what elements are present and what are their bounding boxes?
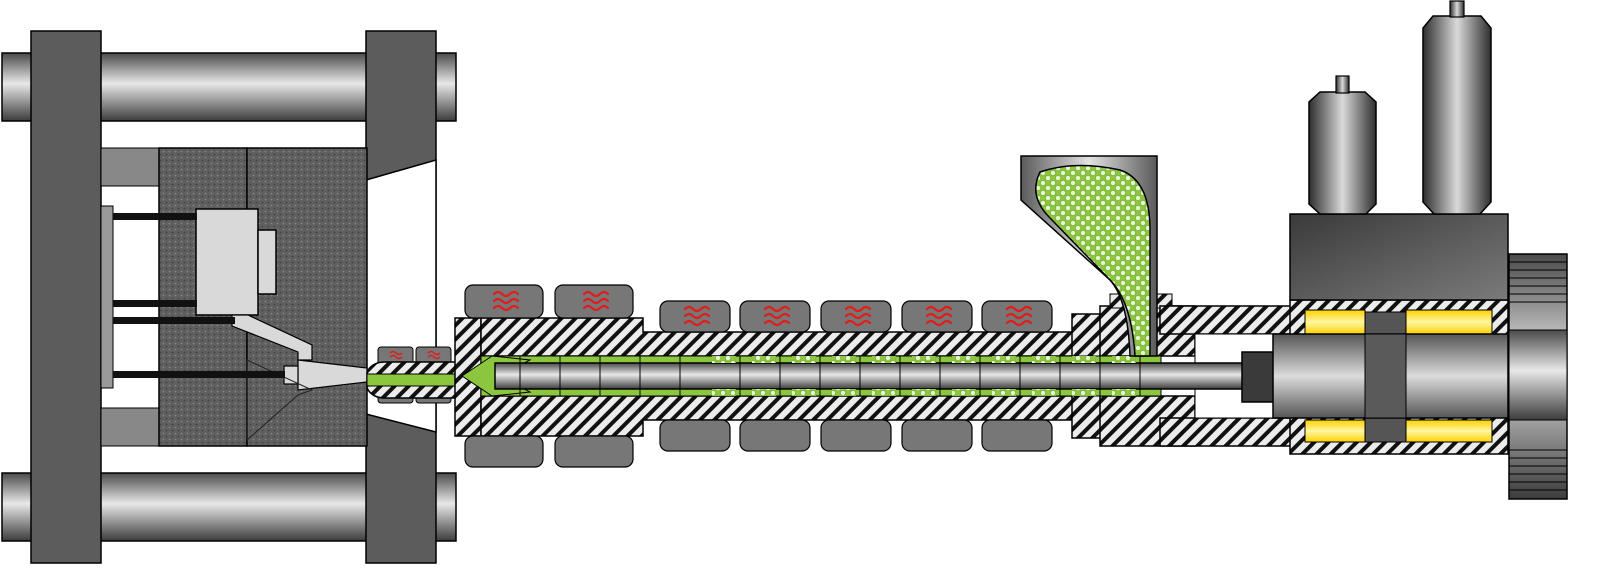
screw-flight-pellets bbox=[1032, 356, 1056, 363]
heat-wave-icon bbox=[683, 305, 711, 327]
heater-band-bottom bbox=[464, 435, 544, 468]
motor-cylinder-small bbox=[1308, 91, 1377, 215]
heater-band-bottom bbox=[739, 419, 811, 452]
screw-flight-pellets bbox=[952, 356, 976, 363]
ejector-pin bbox=[113, 317, 235, 324]
screw-flight-pellets bbox=[992, 389, 1016, 396]
sprue-puller bbox=[283, 365, 299, 385]
coil-separator bbox=[1364, 415, 1407, 443]
heat-wave-icon bbox=[844, 305, 872, 327]
part-boss bbox=[257, 229, 277, 295]
ejector-pin bbox=[113, 213, 197, 220]
screw-flight-pellets bbox=[792, 389, 816, 396]
screw-flight-pellets bbox=[792, 356, 816, 363]
heater-band-bottom bbox=[659, 419, 731, 452]
mold-half-fixed bbox=[246, 147, 368, 447]
heat-wave-icon bbox=[582, 290, 610, 312]
heater-band-bottom bbox=[554, 435, 634, 468]
screw-flight-pellets bbox=[872, 356, 896, 363]
drive-tube-top bbox=[1159, 305, 1296, 335]
hopper bbox=[1020, 155, 1158, 357]
screw-flight-pellets bbox=[912, 389, 936, 396]
mold bbox=[158, 147, 368, 447]
screw-flight-pellets bbox=[712, 356, 736, 363]
rotary-motor-hub bbox=[1508, 329, 1568, 421]
screw-flight-pellets bbox=[712, 389, 736, 396]
coil-element bbox=[1304, 309, 1366, 335]
heat-wave-icon bbox=[492, 290, 520, 312]
motor-cooling-fins bbox=[1509, 261, 1567, 491]
hopper-pellets bbox=[1035, 164, 1151, 357]
coil-element bbox=[1304, 419, 1366, 443]
coil-element bbox=[1405, 419, 1493, 443]
screw-flight-pellets bbox=[832, 356, 856, 363]
motor-block bbox=[1289, 213, 1509, 301]
screw-flight-pellets bbox=[752, 389, 776, 396]
motor-cylinder-small-shaft bbox=[1335, 75, 1350, 94]
screw-flight-pellets bbox=[1072, 389, 1096, 396]
screw bbox=[494, 351, 1275, 403]
drive-unit bbox=[1272, 0, 1568, 500]
mold-wedge bbox=[246, 359, 314, 442]
screw-flight-pellets bbox=[752, 356, 776, 363]
ejector-pin bbox=[113, 300, 197, 307]
screw-flight-pellets bbox=[952, 389, 976, 396]
moving-platen-top bbox=[100, 147, 162, 187]
screw-flight-pellets bbox=[1112, 356, 1136, 363]
coil-separator bbox=[1364, 311, 1407, 337]
rear-platen bbox=[30, 30, 102, 564]
screw-flight-pellets bbox=[832, 389, 856, 396]
ejector-pin bbox=[113, 371, 285, 378]
heater-band-bottom bbox=[820, 419, 892, 452]
screw-flight-pellets bbox=[1112, 389, 1136, 396]
screw-flight-pellets bbox=[992, 356, 1016, 363]
heat-wave-icon bbox=[763, 305, 791, 327]
motor-cylinder-large-shaft bbox=[1449, 0, 1465, 18]
heater-bands bbox=[464, 284, 1053, 468]
motor-cylinder-large bbox=[1422, 15, 1492, 215]
moving-platen-bottom bbox=[100, 407, 162, 447]
heat-wave-icon bbox=[1005, 305, 1033, 327]
coil-element bbox=[1405, 309, 1493, 335]
screw-flight-walls bbox=[519, 356, 1141, 396]
ejector-plate bbox=[100, 205, 114, 389]
screw-shaft bbox=[494, 362, 1246, 390]
runner bbox=[231, 314, 313, 361]
nozzle-heat-wave-icon bbox=[427, 350, 441, 360]
screw-flight-pellets bbox=[1032, 389, 1056, 396]
piston-core bbox=[1364, 333, 1407, 419]
screw-flight-pellets bbox=[912, 356, 936, 363]
nozzle bbox=[366, 346, 476, 404]
heat-wave-icon bbox=[925, 305, 953, 327]
nozzle-heat-wave-icon bbox=[389, 350, 403, 360]
molded-part bbox=[195, 208, 259, 316]
screw-flights bbox=[712, 356, 1136, 396]
screw-coupling bbox=[1241, 351, 1275, 403]
heater-band-bottom bbox=[901, 419, 973, 452]
drive-tube-bottom bbox=[1159, 417, 1296, 447]
screw-flight-pellets bbox=[872, 389, 896, 396]
heater-band-bottom bbox=[981, 419, 1053, 452]
screw-flight-pellets bbox=[1072, 356, 1096, 363]
ejector-pins bbox=[113, 213, 285, 378]
